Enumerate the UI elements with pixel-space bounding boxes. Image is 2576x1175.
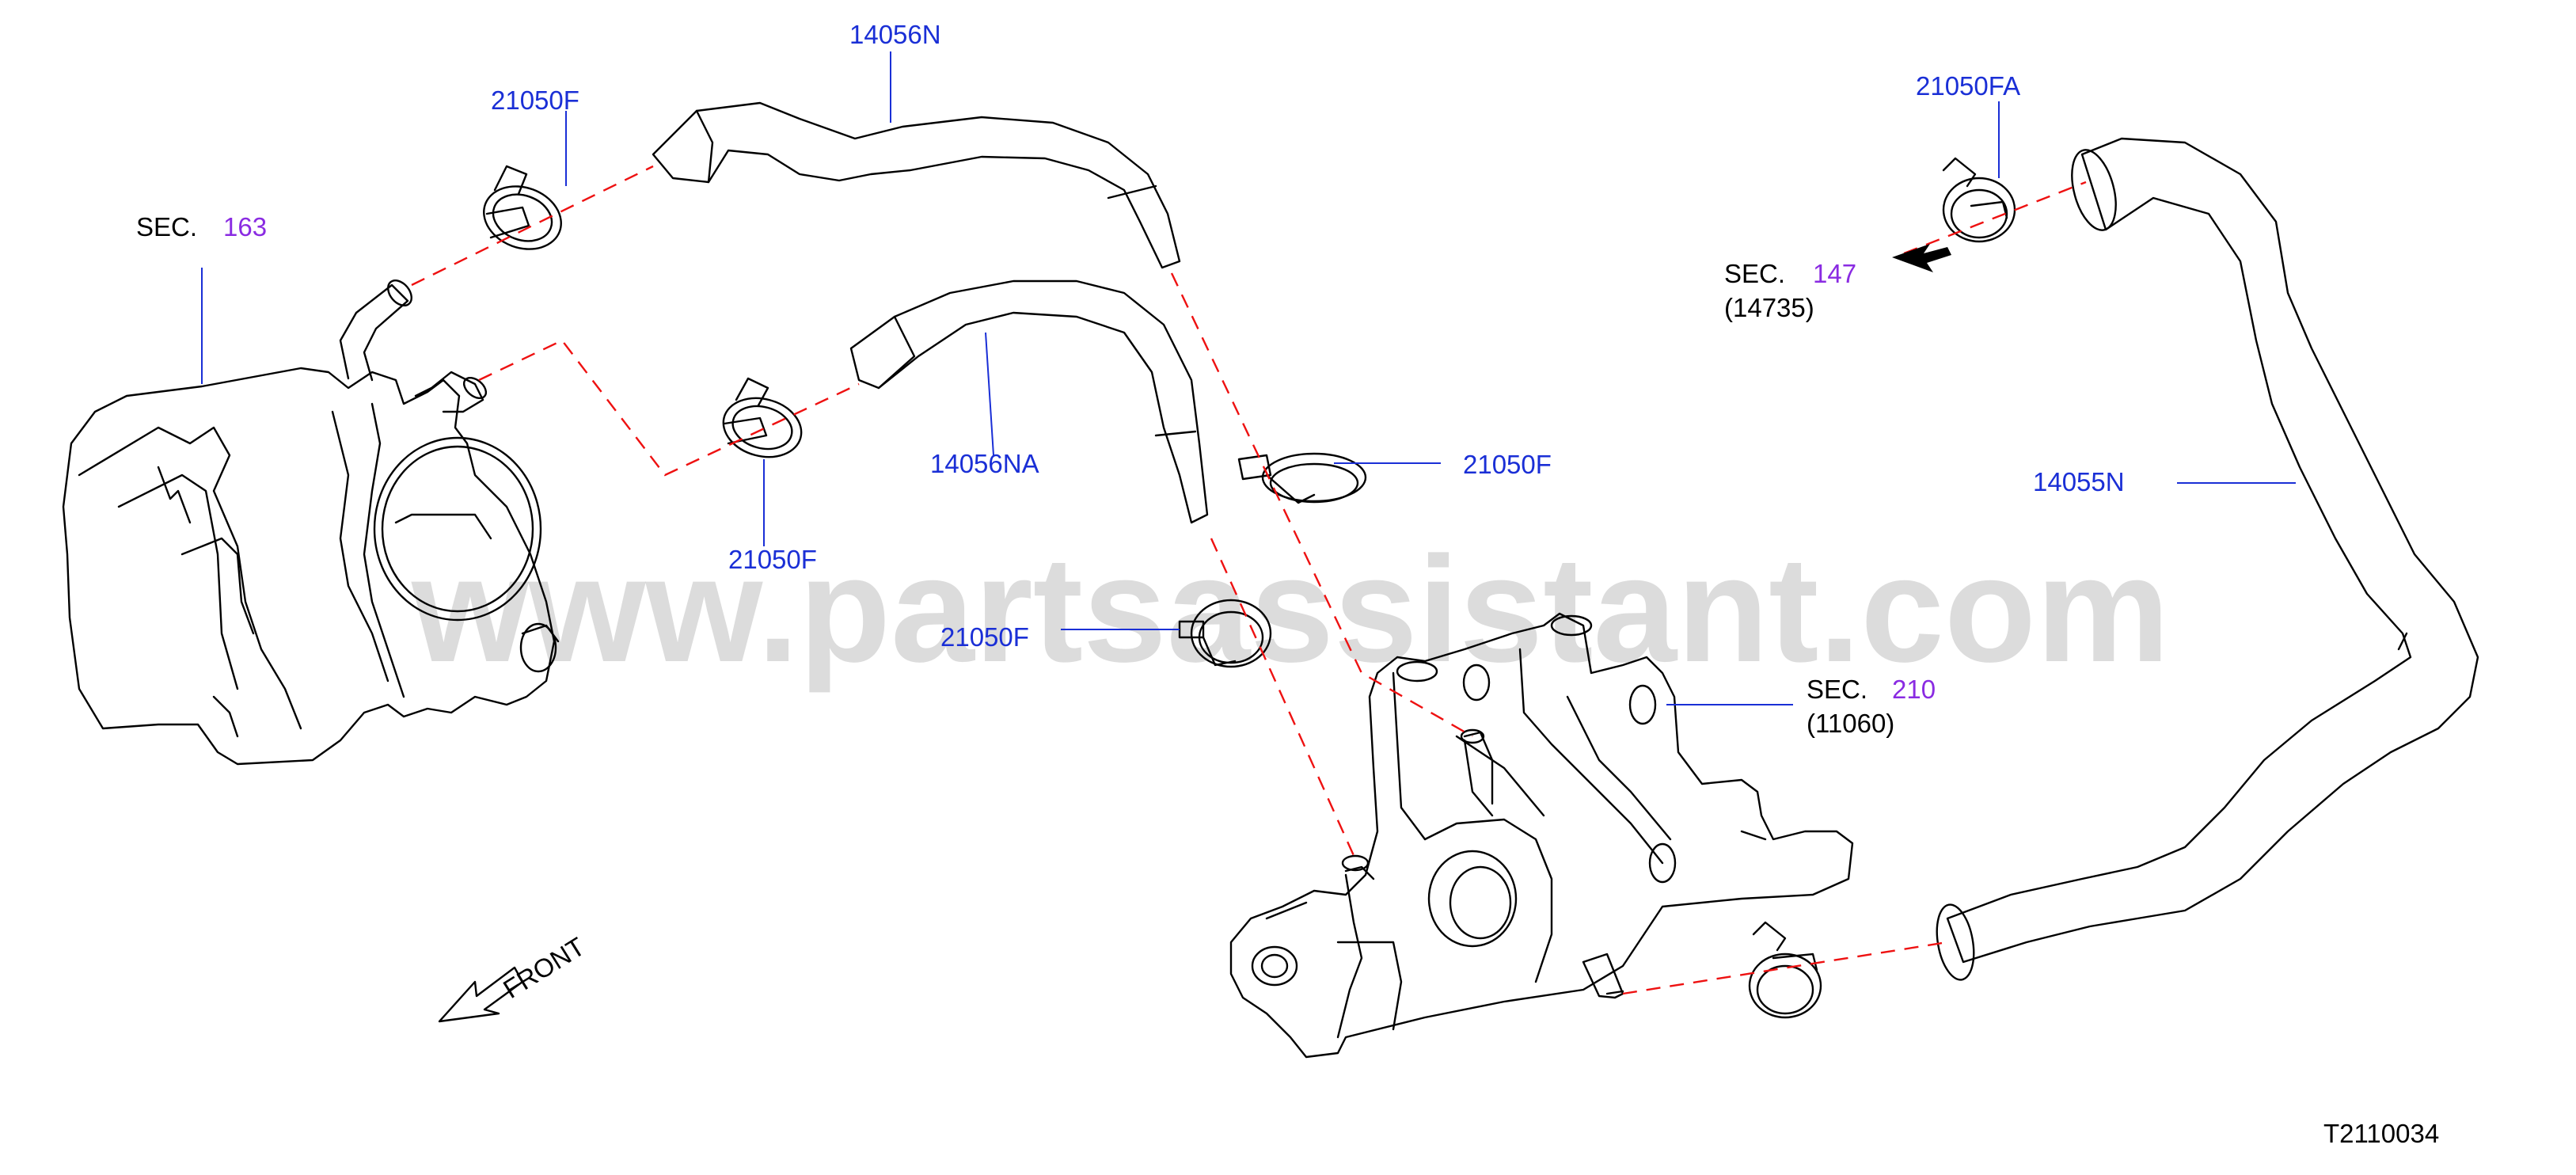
sec163-prefix: SEC. <box>136 212 197 241</box>
throttle-body <box>62 279 560 766</box>
label-21050f-right-upper: 21050F <box>1463 450 1552 479</box>
thermostat-housing <box>1229 612 1854 1059</box>
label-21050f-right-lower: 21050F <box>940 622 1029 652</box>
clamp-top-right <box>1942 157 2016 243</box>
front-arrow-icon <box>438 966 524 1023</box>
drawing-id: T2110034 <box>2323 1119 2439 1148</box>
sec210-prefix: SEC. <box>1807 675 1867 704</box>
label-14056na: 14056NA <box>930 449 1039 478</box>
watermark-text: www.partsassistant.com <box>411 526 2170 694</box>
arrow-sec147-icon <box>1892 244 1951 272</box>
connection-lines <box>411 165 2087 995</box>
sec210-number: 210 <box>1892 675 1936 704</box>
label-21050fa: 21050FA <box>1916 71 2020 101</box>
label-21050f-top-left: 21050F <box>491 86 579 115</box>
hose-14056n <box>652 101 1181 269</box>
sec147-code: (14735) <box>1724 293 1814 322</box>
sec147-prefix: SEC. <box>1724 259 1785 288</box>
label-21050f-mid-left: 21050F <box>728 545 817 574</box>
clamp-mid-left <box>722 377 803 458</box>
sec147-number: 147 <box>1813 259 1856 288</box>
hose-14056na <box>849 279 1209 524</box>
clamp-top-left <box>483 165 562 250</box>
label-14056n: 14056N <box>849 20 941 49</box>
label-14055n: 14055N <box>2033 467 2125 496</box>
clamp-bottom-right <box>1748 921 1822 1019</box>
front-label: FRONT <box>498 931 590 1004</box>
hose-14055n <box>1936 137 2479 981</box>
sec210-code: (11060) <box>1807 709 1894 738</box>
sec163-number: 163 <box>223 212 267 241</box>
clamp-right-lower <box>1178 599 1272 668</box>
leader-lines <box>201 51 2296 705</box>
clamp-right-upper <box>1237 452 1367 504</box>
